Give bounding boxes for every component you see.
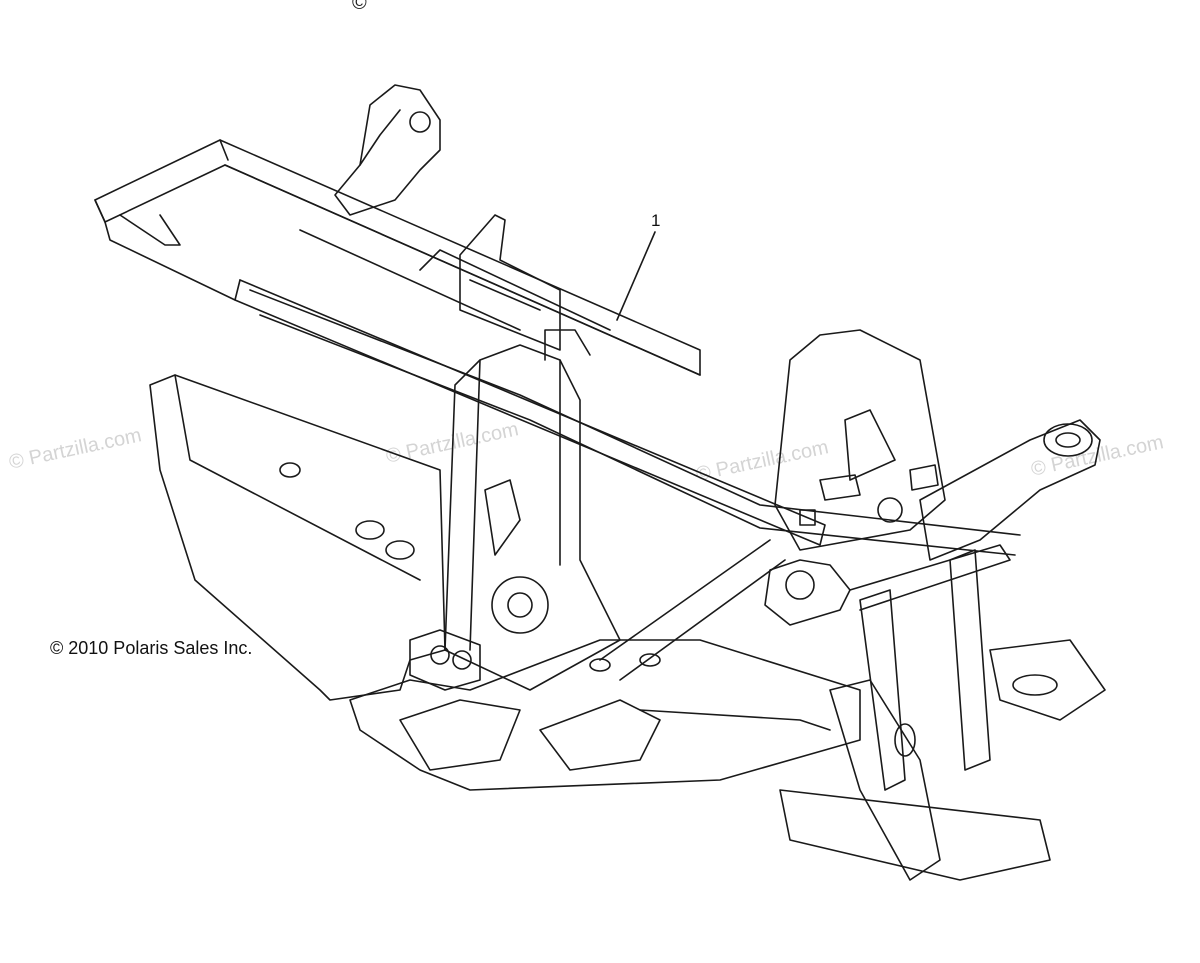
front-lower-uprights	[779, 549, 1106, 881]
front-upright-plate	[774, 329, 946, 551]
rear-pivot-bracket	[409, 629, 481, 691]
rear-upper-bracket	[334, 84, 441, 216]
front-crossmember	[764, 544, 1011, 626]
frame-assembly	[94, 84, 1106, 881]
lower-chassis	[149, 374, 861, 791]
right-upper-arm	[919, 419, 1101, 561]
copyright-notice: © 2010 Polaris Sales Inc.	[50, 638, 253, 658]
callout-1-leader	[616, 231, 656, 321]
center-support	[459, 214, 561, 351]
callout-label-1[interactable]: 1	[651, 211, 661, 230]
center-tower	[444, 329, 621, 691]
upper-frame-rails	[94, 139, 1021, 556]
top-copyright-mark: ©	[352, 0, 367, 14]
